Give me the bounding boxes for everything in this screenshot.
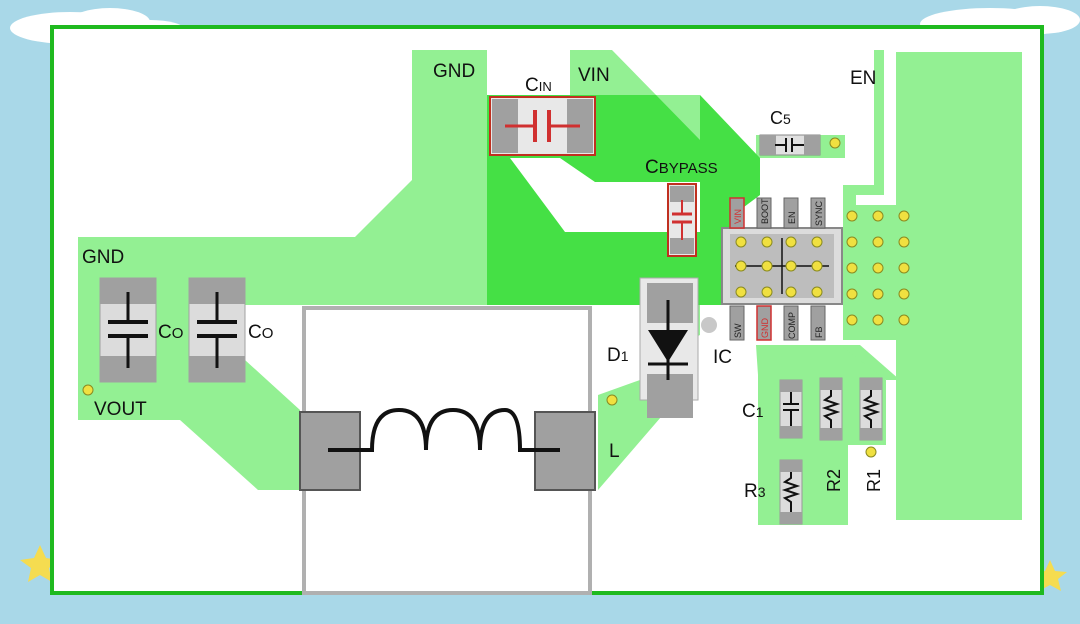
- label-vout: VOUT: [94, 399, 147, 420]
- fb-trace: [840, 345, 900, 380]
- label-cbypass: CBYPASS: [645, 157, 718, 178]
- via: [829, 137, 841, 149]
- via: [606, 394, 618, 406]
- r1-resistor: [859, 377, 883, 441]
- pin-label-en: EN: [787, 211, 797, 224]
- bypass-capacitor: [667, 183, 697, 257]
- gnd-pour: [78, 50, 487, 305]
- via: [898, 236, 910, 248]
- via: [872, 288, 884, 300]
- via: [761, 286, 773, 298]
- via: [811, 286, 823, 298]
- en-trace: [843, 50, 884, 225]
- via: [761, 236, 773, 248]
- via: [846, 262, 858, 274]
- diode-d1: [639, 277, 717, 418]
- via: [898, 314, 910, 326]
- pin-label-boot: BOOT: [760, 198, 770, 224]
- c5-capacitor: [759, 134, 821, 156]
- pin-label-fb: FB: [814, 326, 824, 338]
- via: [785, 236, 797, 248]
- vin-cutout: [510, 158, 700, 232]
- label-c1: C1: [742, 401, 764, 422]
- pin-label-gnd: GND: [760, 318, 770, 339]
- thermal-vias: [82, 137, 910, 458]
- via: [761, 260, 773, 272]
- label-d1: D1: [607, 345, 629, 366]
- via: [846, 236, 858, 248]
- pin-label-sw: SW: [733, 323, 743, 338]
- pin-label-sync: SYNC: [814, 200, 824, 226]
- via: [82, 384, 94, 396]
- label-vin: VIN: [578, 65, 610, 86]
- via: [846, 210, 858, 222]
- output-cap-2: [188, 277, 246, 383]
- label-r3: R3: [744, 481, 766, 502]
- pin-label-comp: COMP: [787, 312, 797, 339]
- via: [735, 286, 747, 298]
- via: [846, 288, 858, 300]
- ic-pin-labels: VIN BOOT EN SYNC SW GND COMP FB: [733, 198, 824, 339]
- ic-top-pins: [729, 197, 826, 229]
- via: [735, 236, 747, 248]
- label-r1: R1: [864, 469, 884, 492]
- labels: GND VIN EN GND VOUT CIN CBYPASS C5 CO CO…: [82, 61, 884, 502]
- en-pour: [896, 52, 1022, 520]
- via: [785, 286, 797, 298]
- label-c5: C5: [770, 108, 791, 128]
- via: [846, 314, 858, 326]
- label-co-1: CO: [158, 322, 183, 343]
- via: [872, 210, 884, 222]
- via: [872, 262, 884, 274]
- label-en: EN: [850, 68, 876, 89]
- via: [811, 260, 823, 272]
- r2-resistor: [819, 377, 843, 441]
- label-ic: IC: [713, 347, 732, 368]
- inductor-symbol: [328, 407, 560, 452]
- label-r2: R2: [824, 469, 844, 492]
- label-cin: CIN: [525, 75, 552, 96]
- output-cap-1: [99, 277, 157, 383]
- pin-label-vin: VIN: [733, 209, 743, 224]
- label-gnd-left: GND: [82, 247, 124, 268]
- label-gnd-top: GND: [433, 61, 475, 82]
- r3-resistor: [779, 459, 803, 525]
- via: [865, 446, 877, 458]
- label-inductor: L: [609, 441, 620, 462]
- c1-capacitor: [779, 379, 803, 439]
- via: [735, 260, 747, 272]
- via: [898, 262, 910, 274]
- via: [898, 210, 910, 222]
- label-co-2: CO: [248, 322, 273, 343]
- via: [872, 314, 884, 326]
- via: [898, 288, 910, 300]
- via: [811, 236, 823, 248]
- input-capacitor: [489, 96, 596, 156]
- vin-pour-lighter: [570, 50, 700, 140]
- via: [785, 260, 797, 272]
- via: [872, 236, 884, 248]
- ic-bottom-pins: [729, 305, 826, 341]
